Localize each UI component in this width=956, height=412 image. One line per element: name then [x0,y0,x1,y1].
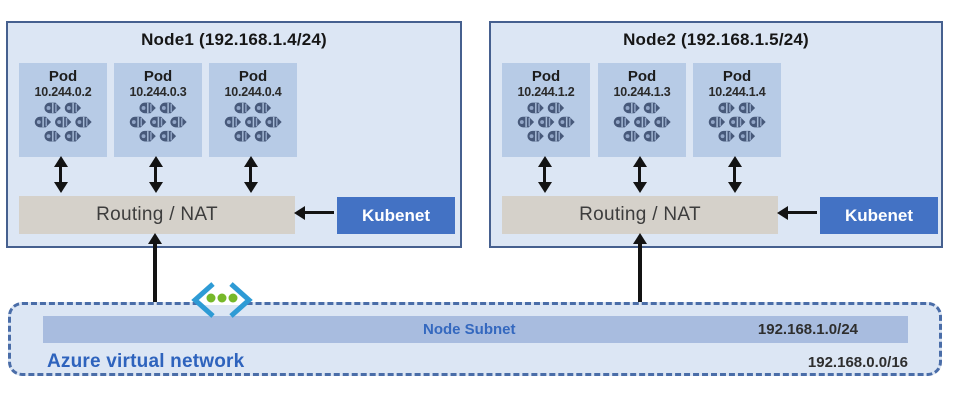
pod-label: Pod [238,68,268,85]
azure-vnet-cidr: 192.168.0.0/16 [807,354,908,371]
pod-ip: 10.244.0.3 [129,85,187,99]
containers-cluster-icon [613,102,671,142]
kubenet-routing-arrow [305,211,334,214]
containers-cluster-icon [34,102,92,142]
kubenet-routing-arrow [788,211,817,214]
pod-routing-arrow [733,167,736,182]
node2-pod1: Pod 10.244.1.2 [502,63,590,157]
node1-pod3: Pod 10.244.0.4 [209,63,297,157]
node1-routing-nat-box: Routing / NAT [19,196,295,234]
pod-ip: 10.244.0.2 [34,85,92,99]
node2-subnet-arrow [638,244,642,308]
node1-subnet-arrow [153,244,157,308]
node1-title: Node1 (192.168.1.4/24) [141,30,327,49]
node-subnet-bar: Node Subnet 192.168.1.0/24 [43,316,908,343]
node-subnet-label: Node Subnet [423,321,516,338]
pod-ip: 10.244.1.3 [613,85,671,99]
pod-routing-arrow [249,167,252,182]
pod-label: Pod [627,68,657,85]
pod-ip: 10.244.0.4 [224,85,282,99]
azure-vnet-box: Node Subnet 192.168.1.0/24 Azure virtual… [8,302,942,376]
containers-cluster-icon [708,102,766,142]
pod-label: Pod [531,68,561,85]
pod-ip: 10.244.1.4 [708,85,766,99]
node2-pod2: Pod 10.244.1.3 [598,63,686,157]
containers-cluster-icon [129,102,187,142]
pod-label: Pod [48,68,78,85]
pod-routing-arrow [638,167,641,182]
node2-title: Node2 (192.168.1.5/24) [623,30,809,49]
pod-label: Pod [143,68,173,85]
node2-box: Node2 (192.168.1.5/24) Pod 10.244.1.2 Po… [489,21,943,248]
containers-cluster-icon [224,102,282,142]
virtual-network-chevrons-dots-icon [191,282,253,318]
node2-routing-nat-box: Routing / NAT [502,196,778,234]
node2-pod3: Pod 10.244.1.4 [693,63,781,157]
node1-pod1: Pod 10.244.0.2 [19,63,107,157]
node1-pod2: Pod 10.244.0.3 [114,63,202,157]
node1-box: Node1 (192.168.1.4/24) Pod 10.244.0.2 Po… [6,21,462,248]
node1-kubenet-box: Kubenet [337,197,455,234]
pod-routing-arrow [154,167,157,182]
containers-cluster-icon [517,102,575,142]
node-subnet-cidr: 192.168.1.0/24 [757,321,858,338]
pod-routing-arrow [543,167,546,182]
azure-vnet-label: Azure virtual network [47,351,245,372]
pod-label: Pod [722,68,752,85]
pod-routing-arrow [59,167,62,182]
pod-ip: 10.244.1.2 [517,85,575,99]
node2-kubenet-box: Kubenet [820,197,938,234]
